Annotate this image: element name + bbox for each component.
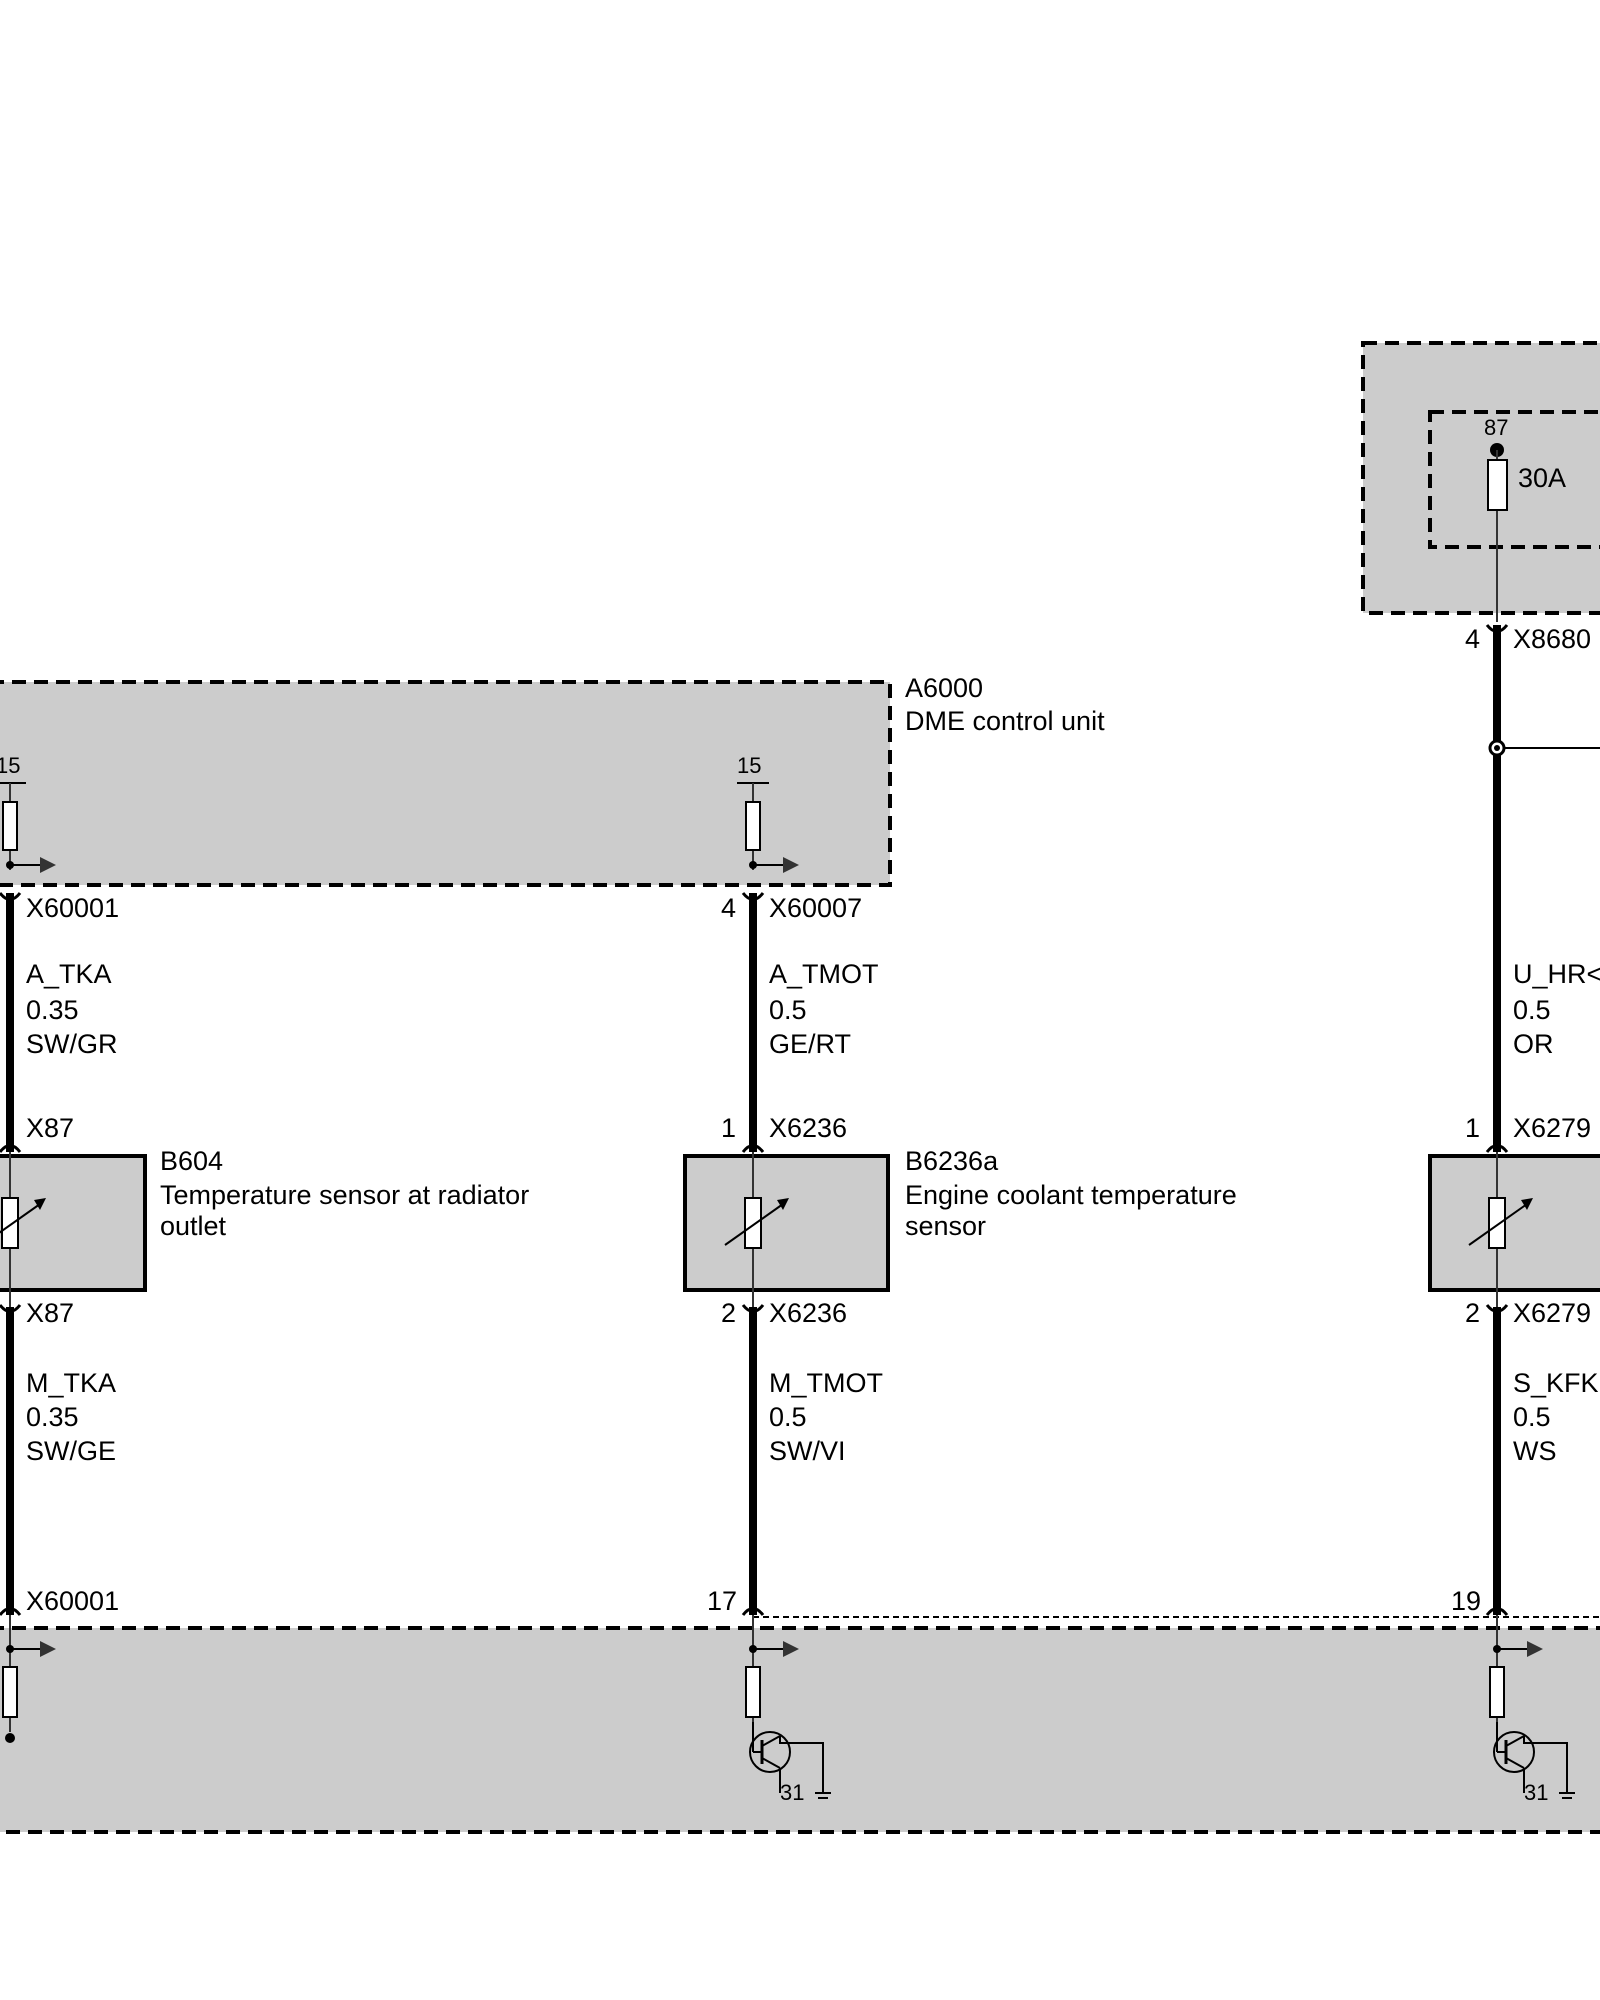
- w2-top-connector: X60007: [769, 893, 862, 923]
- w2-sensor-top-pin: 1: [721, 1113, 736, 1143]
- relay-connector-pin: 4: [1465, 624, 1480, 654]
- w1-top-connector: X60001: [26, 893, 119, 923]
- w3-bottom-pin: 19: [1451, 1586, 1481, 1616]
- w2-return-color: SW/VI: [769, 1436, 846, 1466]
- w2-return-signal: M_TMOT: [769, 1368, 883, 1398]
- fuse-sub-box: [1428, 410, 1600, 549]
- relay-box: [1361, 341, 1600, 615]
- w3-sensor-top-connector: X6279: [1513, 1113, 1591, 1143]
- w1-color: SW/GR: [26, 1029, 118, 1059]
- sensor-b604-box: [0, 1154, 147, 1292]
- sensor-b604-name-2: outlet: [160, 1211, 227, 1241]
- ground-dot-left: [5, 1733, 15, 1743]
- w2-top-pin: 4: [721, 893, 736, 923]
- w3-signal: U_HR<: [1513, 959, 1600, 989]
- transistor-mid-icon: [749, 1731, 791, 1773]
- w3-return-gauge: 0.5: [1513, 1402, 1551, 1432]
- sensor-b6236a-name-2: sensor: [905, 1211, 986, 1241]
- w2-sensor-bottom-pin: 2: [721, 1298, 736, 1328]
- sensor-right-box: [1428, 1154, 1600, 1292]
- w3-return-signal: S_KFK: [1513, 1368, 1599, 1398]
- w1-return-gauge: 0.35: [26, 1402, 79, 1432]
- fuse-rating: 30A: [1518, 463, 1566, 493]
- w2-sensor-bottom-connector: X6236: [769, 1298, 847, 1328]
- thermistor-right: [1488, 1197, 1506, 1249]
- output-resistor-mid: [745, 801, 761, 851]
- w3-color: OR: [1513, 1029, 1554, 1059]
- w1-signal: A_TKA: [26, 959, 112, 989]
- w2-bottom-pin: 17: [707, 1586, 737, 1616]
- w1-gauge: 0.35: [26, 995, 79, 1025]
- dme-id: A6000: [905, 673, 983, 703]
- w1-return-color: SW/GE: [26, 1436, 116, 1466]
- relay-connector: X8680: [1513, 624, 1591, 654]
- w1-sensor-top-connector: X87: [26, 1113, 74, 1143]
- dme-lower-box: [0, 1626, 1600, 1834]
- sensor-b6236a-box: [683, 1154, 890, 1292]
- w1-return-signal: M_TKA: [26, 1368, 116, 1398]
- w3-sensor-bottom-connector: X6279: [1513, 1298, 1591, 1328]
- output-resistor-left: [2, 801, 18, 851]
- ground-label-right: 31: [1524, 1780, 1548, 1805]
- sensor-b604-name-1: Temperature sensor at radiator: [160, 1180, 529, 1210]
- w2-return-gauge: 0.5: [769, 1402, 807, 1432]
- w2-gauge: 0.5: [769, 995, 807, 1025]
- input-arrow-mid: [783, 1641, 799, 1657]
- input-resistor-right: [1489, 1666, 1505, 1718]
- input-resistor-left: [2, 1666, 18, 1718]
- w1-bottom-connector: X60001: [26, 1586, 119, 1616]
- w3-return-color: WS: [1513, 1436, 1557, 1466]
- output-arrow-left: [40, 857, 56, 873]
- w1-sensor-bottom-connector: X87: [26, 1298, 74, 1328]
- w2-sensor-top-connector: X6236: [769, 1113, 847, 1143]
- w2-signal: A_TMOT: [769, 959, 879, 989]
- input-arrow-right: [1527, 1641, 1543, 1657]
- sensor-b6236a-id: B6236a: [905, 1146, 999, 1176]
- thermistor-b604: [1, 1197, 19, 1249]
- dme-pin-left: 15: [0, 753, 20, 778]
- dme-pin-mid: 15: [737, 753, 761, 778]
- ground-label-mid: 31: [780, 1780, 804, 1805]
- sensor-b6236a-name-1: Engine coolant temperature: [905, 1180, 1237, 1210]
- transistor-right-icon: [1493, 1731, 1535, 1773]
- output-arrow-mid: [783, 857, 799, 873]
- sensor-b604-id: B604: [160, 1146, 223, 1176]
- w3-sensor-top-pin: 1: [1465, 1113, 1480, 1143]
- relay-pin-label: 87: [1484, 415, 1508, 440]
- w3-sensor-bottom-pin: 2: [1465, 1298, 1480, 1328]
- w2-color: GE/RT: [769, 1029, 851, 1059]
- input-arrow-left: [40, 1641, 56, 1657]
- thermistor-b6236a: [744, 1197, 762, 1249]
- dme-name: DME control unit: [905, 706, 1105, 736]
- input-resistor-mid: [745, 1666, 761, 1718]
- w3-gauge: 0.5: [1513, 995, 1551, 1025]
- fuse-symbol: [1487, 459, 1508, 511]
